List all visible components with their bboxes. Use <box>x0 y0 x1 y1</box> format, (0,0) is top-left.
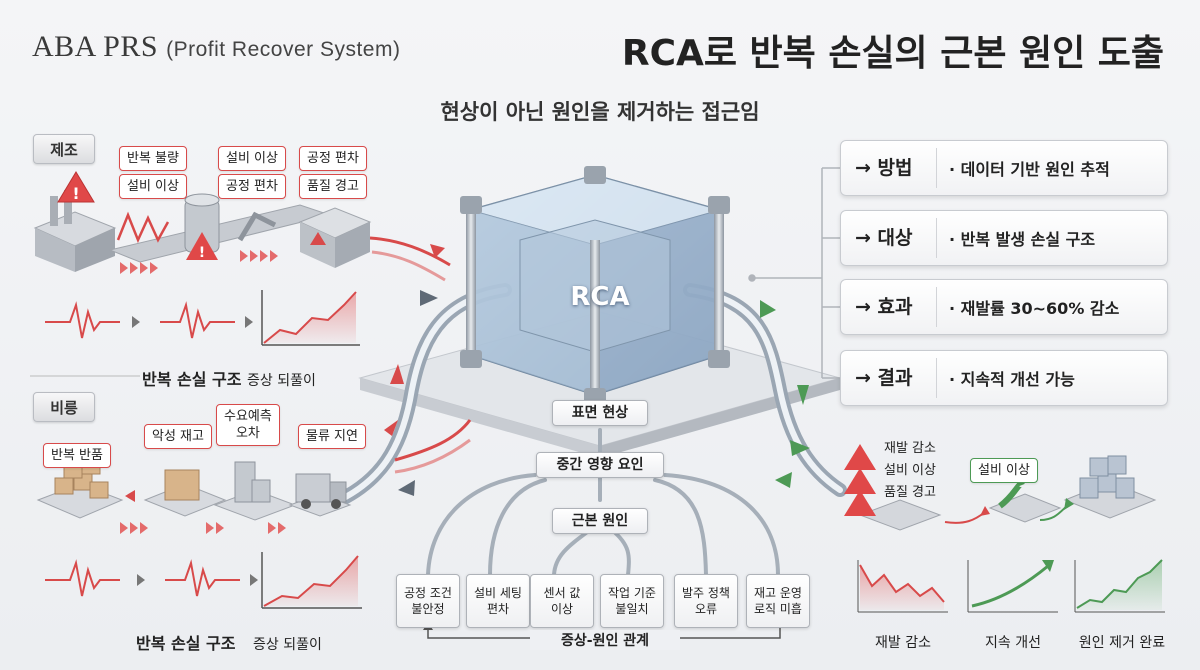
brand-subtitle: (Profit Recover System) <box>166 38 401 61</box>
mfg-trend-chart <box>261 290 360 346</box>
chip-logistics-delay: 물류 지연 <box>298 424 366 449</box>
info-label-effect: → 효과 <box>841 287 937 327</box>
flow-root-cause: 근본 원인 <box>552 508 648 534</box>
info-label-method: → 방법 <box>841 148 937 188</box>
brand-logo: ABA PRS (Profit Recover System) <box>32 30 400 64</box>
info-row-method: → 방법 · 데이터 기반 원인 추적 <box>840 140 1168 196</box>
rca-label: RCA <box>570 282 630 312</box>
steel-arrows <box>398 290 438 496</box>
nonmfg-trend-chart <box>261 552 362 609</box>
incoming-arrows <box>369 236 472 474</box>
nonmfg-caption: 반복 손실 구조 증상 되풀이 <box>136 630 322 654</box>
chip-equipment-issue-green: 설비 이상 <box>970 458 1038 483</box>
warning-recurrence-decrease: 재발 감소 <box>884 441 936 456</box>
chip-bad-inventory: 악성 재고 <box>144 424 212 449</box>
nonmfg-caption-sub: 증상 되풀이 <box>253 637 322 653</box>
info-connectors <box>748 167 840 379</box>
info-label-result: → 결과 <box>841 358 937 398</box>
info-value-method: · 데이터 기반 원인 추적 <box>949 160 1110 179</box>
info-value-target: · 반복 발생 손실 구조 <box>949 230 1096 249</box>
chip-forecast-error: 수요예측 오차 <box>216 404 280 446</box>
svg-text:!: ! <box>72 184 79 203</box>
mfg-caption-sub: 증상 되풀이 <box>247 373 316 389</box>
relation-label: 증상-원인 관계 <box>530 630 680 650</box>
chip-quality-warning: 품질 경고 <box>299 174 367 199</box>
rca-pipes <box>333 283 847 639</box>
brand-name: ABA PRS <box>32 30 159 63</box>
mfg-caption: 반복 손실 구조 증상 되풀이 <box>142 366 316 390</box>
page-title: RCA로 반복 손실의 근본 원인 도출 <box>621 33 1164 74</box>
outgoing-arrows <box>760 300 810 488</box>
outcome-illustration <box>844 444 1157 531</box>
chip-equipment-issue-2: 설비 이상 <box>218 146 286 171</box>
info-label-target: → 대상 <box>841 218 937 258</box>
mini-caption-complete: 원인 제거 완료 <box>1078 635 1166 651</box>
cause-equipment-setting: 설비 세팅 편차 <box>466 574 530 628</box>
tag-manufacturing: 제조 <box>33 134 95 164</box>
info-value-effect: · 재발률 30~60% 감소 <box>949 299 1120 318</box>
info-row-result: → 결과 · 지속적 개선 가능 <box>840 350 1168 406</box>
info-row-effect: → 효과 · 재발률 30~60% 감소 <box>840 279 1168 335</box>
cause-sensor-value: 센서 값 이상 <box>530 574 594 628</box>
info-row-target: → 대상 · 반복 발생 손실 구조 <box>840 210 1168 266</box>
warning-quality-alert: 품질 경고 <box>884 485 936 500</box>
page-subtitle: 현상이 아닌 원인을 제거하는 접근임 <box>440 100 760 124</box>
mini-chart-improve <box>967 560 1058 613</box>
tag-nonmanufacturing: 비릉 <box>33 392 95 422</box>
mini-caption-improve: 지속 개선 <box>985 635 1041 651</box>
cause-process-condition: 공정 조건 불안정 <box>396 574 460 628</box>
nonmfg-chevron-arrows <box>137 574 258 586</box>
svg-text:!: ! <box>199 245 205 261</box>
factory-illustration: ! ! <box>33 171 372 274</box>
cause-order-policy: 발주 정책 오류 <box>674 574 738 628</box>
mfg-caption-main: 반복 손실 구조 <box>142 370 242 389</box>
chip-process-deviation: 공정 편차 <box>218 174 286 199</box>
outcome-warning-list: 재발 감소 설비 이상 품질 경고 <box>884 438 936 504</box>
mfg-waveforms <box>45 301 235 339</box>
mini-caption-decrease: 재발 감소 <box>875 635 931 651</box>
nonmfg-waveforms <box>45 559 240 597</box>
mini-chart-complete <box>1074 559 1165 613</box>
flow-intermediate-factor: 중간 영향 요인 <box>536 452 664 478</box>
chip-repeat-return: 반복 반품 <box>43 443 111 468</box>
mini-chart-decrease <box>857 560 948 613</box>
logistics-illustration <box>36 457 352 534</box>
chip-equipment-issue: 설비 이상 <box>119 174 187 199</box>
chip-repeat-defect: 반복 불량 <box>119 146 187 171</box>
warning-equipment-issue: 설비 이상 <box>884 463 936 478</box>
nonmfg-caption-main: 반복 손실 구조 <box>136 634 236 653</box>
cause-work-standard: 작업 기준 불일치 <box>600 574 664 628</box>
cause-inventory-logic: 재고 운영 로직 미흡 <box>746 574 810 628</box>
rca-glass-cube <box>460 166 730 406</box>
flow-surface-phenomenon: 표면 현상 <box>552 400 648 426</box>
info-value-result: · 지속적 개선 가능 <box>949 370 1075 389</box>
mfg-chevron-arrows <box>132 316 253 328</box>
chip-process-deviation-2: 공정 편차 <box>299 146 367 171</box>
